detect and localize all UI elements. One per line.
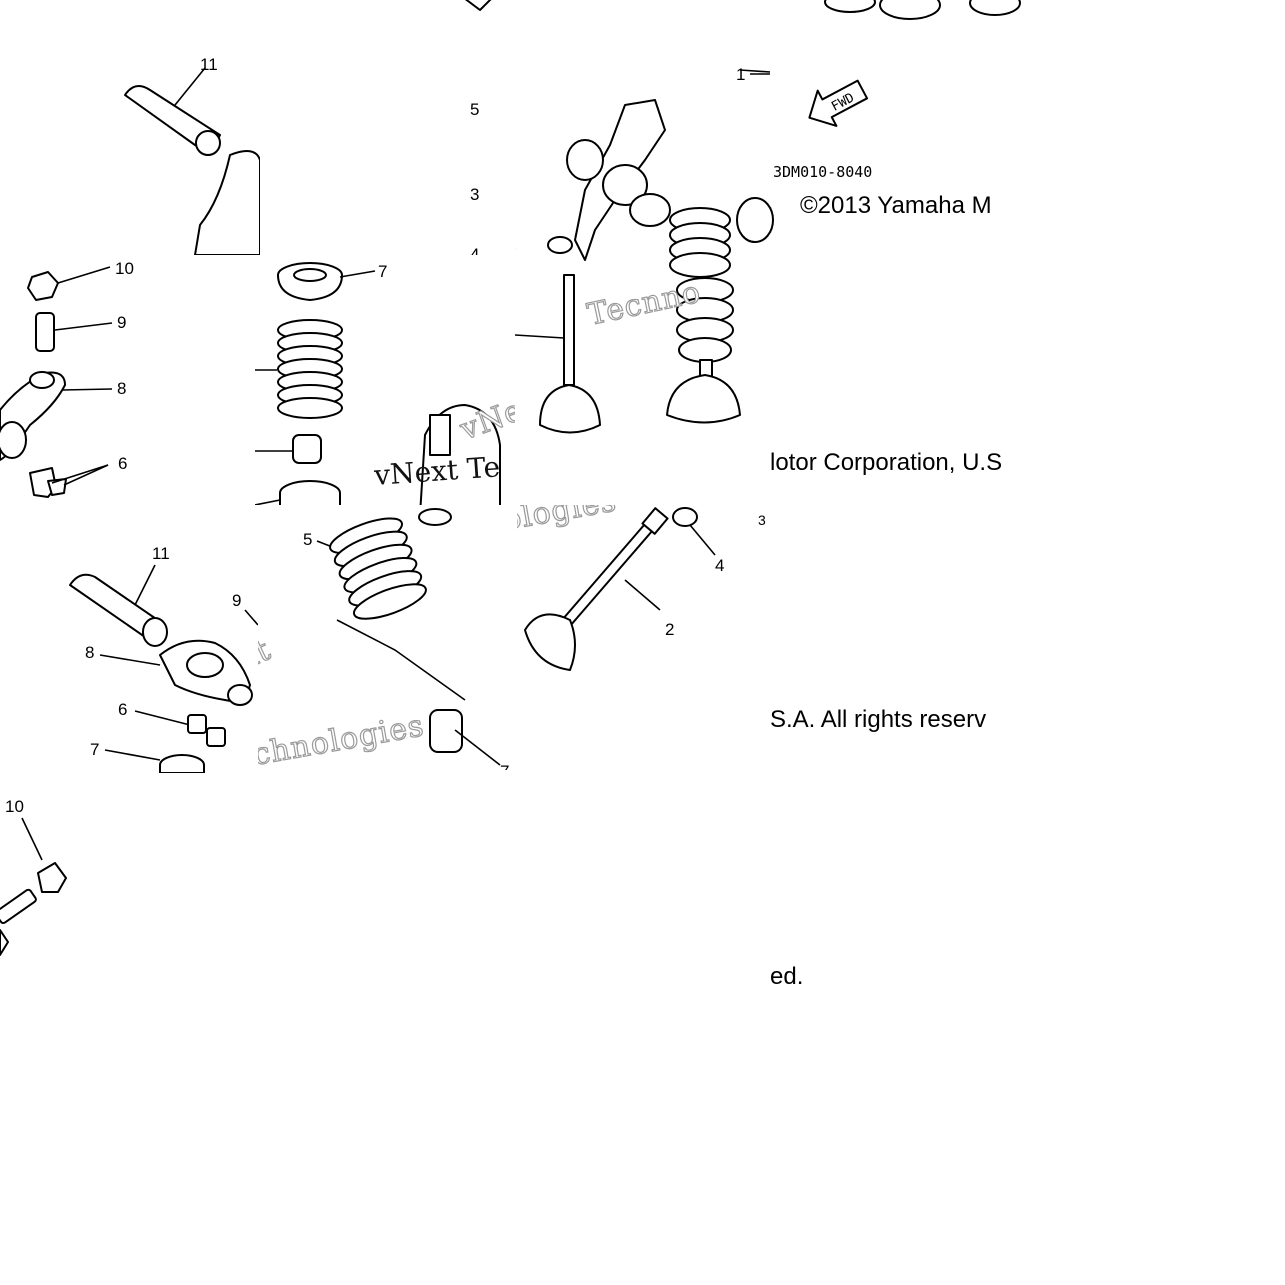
svg-text:4: 4 bbox=[470, 245, 479, 264]
diagram-tile-left: 10 9 8 6 bbox=[0, 255, 260, 515]
svg-text:5: 5 bbox=[470, 100, 479, 119]
lower-seal-icon bbox=[429, 709, 463, 753]
rocker-arm-icon bbox=[0, 371, 66, 461]
diagram-tile-shaft: 11 bbox=[100, 50, 260, 255]
watermark-fragment: chnologies bbox=[255, 708, 427, 770]
svg-text:4: 4 bbox=[715, 556, 724, 575]
diagram-tile-stud: 10 bbox=[0, 770, 110, 960]
svg-text:8: 8 bbox=[117, 379, 126, 398]
watermark-fragment: ologies bbox=[515, 505, 619, 538]
spring-retainer-icon bbox=[277, 262, 343, 301]
screw-icon bbox=[35, 312, 55, 352]
callout-1: 1 bbox=[736, 65, 770, 84]
svg-text:11: 11 bbox=[200, 55, 218, 74]
callouts-top: 5 3 4 bbox=[470, 100, 479, 264]
cam-part-icon bbox=[419, 404, 501, 515]
svg-text:vNe: vNe bbox=[455, 393, 515, 448]
copyright-line-1: ©2013 Yamaha M bbox=[800, 192, 992, 219]
lower-cotter-icon bbox=[187, 714, 226, 747]
lower-shaft-icon bbox=[69, 573, 168, 647]
svg-text:11: 11 bbox=[152, 544, 170, 563]
valve-spring-icon bbox=[277, 319, 343, 419]
svg-text:9: 9 bbox=[232, 591, 241, 610]
svg-text:6: 6 bbox=[118, 454, 127, 473]
valve-seal-icon bbox=[292, 434, 322, 464]
stud-nut-icon bbox=[37, 862, 67, 893]
copyright-line-3: S.A. All rights reserv bbox=[770, 706, 987, 733]
diagram-tile-lower-left: 11 9 8 6 7 bbox=[0, 515, 258, 773]
watermark-fragment: xt bbox=[255, 632, 276, 677]
svg-text:3: 3 bbox=[470, 185, 479, 204]
svg-text:5: 5 bbox=[303, 530, 312, 549]
copyright-line-2: lotor Corporation, U.S bbox=[770, 449, 1003, 476]
valve-icon bbox=[524, 507, 669, 671]
svg-text:7: 7 bbox=[500, 762, 509, 770]
rocker-shaft-icon bbox=[124, 85, 221, 156]
diagram-tile-top bbox=[440, 0, 1040, 30]
svg-text:1: 1 bbox=[736, 65, 745, 84]
lower-retainer-icon bbox=[159, 754, 205, 773]
lower-rocker-icon bbox=[159, 639, 253, 706]
svg-text:7: 7 bbox=[378, 262, 387, 281]
svg-text:9: 9 bbox=[117, 313, 126, 332]
stud-icon bbox=[0, 888, 37, 925]
valve-left-icon bbox=[539, 274, 601, 434]
diagram-tile-lower-spring: 5 7 xt chnologies bbox=[255, 505, 517, 770]
diagram-tile-assembly: FWD 3DM010-8040 Tecnno bbox=[515, 30, 1035, 520]
svg-text:10: 10 bbox=[115, 259, 134, 278]
copyright-line-4: ed. bbox=[770, 963, 804, 990]
svg-text:3: 3 bbox=[758, 512, 766, 528]
diagram-tile-spring: 7 vNext Te v bbox=[255, 255, 515, 515]
lower-spring-icon bbox=[329, 517, 427, 620]
cotter-icon bbox=[29, 467, 67, 498]
diagram-tile-valve: ologies 4 2 3 bbox=[515, 505, 770, 685]
cotter-ring-icon bbox=[672, 507, 698, 527]
svg-text:8: 8 bbox=[85, 643, 94, 662]
svg-text:7: 7 bbox=[90, 740, 99, 759]
spring-right-icon bbox=[669, 207, 734, 363]
part-code: 3DM010-8040 bbox=[773, 163, 872, 181]
fwd-arrow-icon: FWD bbox=[808, 79, 869, 127]
svg-text:10: 10 bbox=[5, 797, 24, 816]
nut-icon bbox=[27, 271, 59, 301]
svg-text:2: 2 bbox=[665, 620, 674, 639]
valve-right-icon bbox=[666, 359, 741, 424]
svg-text:6: 6 bbox=[118, 700, 127, 719]
